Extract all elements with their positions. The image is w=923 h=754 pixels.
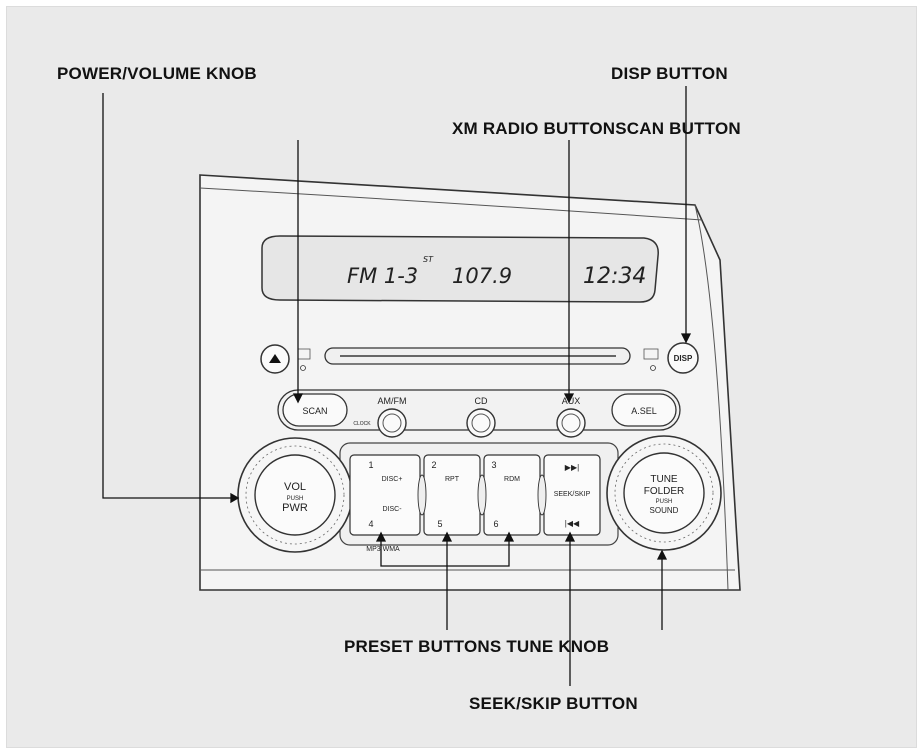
tune-knob-sound-label: SOUND — [650, 506, 679, 515]
callout-xm-radio-scan-button: XM RADIO BUTTONSCAN BUTTON — [452, 119, 741, 138]
cd-button[interactable] — [466, 408, 496, 438]
preset-2-sub-label: RPT — [445, 476, 460, 483]
vol-knob-pwr-label: PWR — [282, 502, 308, 514]
vol-knob-label: VOL — [284, 481, 306, 493]
lcd-stereo: ST — [423, 255, 434, 264]
scan-button[interactable] — [282, 393, 348, 427]
a-sel-button[interactable] — [611, 393, 677, 427]
mp3-wma-label: MP3 WMA — [366, 546, 400, 553]
faceplate-side-edge — [694, 204, 729, 591]
preset-1-label: 1 — [368, 460, 373, 470]
callout-preset-tune: PRESET BUTTONS TUNE KNOB — [344, 637, 610, 656]
disp-button-label: DISP — [674, 354, 693, 363]
seek-skip-label: SEEK/SKIP — [554, 491, 591, 498]
vol-knob-push-label: PUSH — [287, 496, 304, 502]
callout-disp-button: DISP BUTTON — [611, 64, 728, 83]
seek-forward-icon: ▶▶| — [565, 463, 579, 472]
preset-6-label: 6 — [493, 519, 498, 529]
am-fm-button[interactable] — [377, 408, 407, 438]
tune-knob-push-label: PUSH — [656, 499, 673, 505]
scan-button-label: SCAN — [302, 406, 327, 416]
am-fm-label: AM/FM — [378, 396, 407, 406]
a-sel-button-label: A.SEL — [631, 406, 657, 416]
faceplate-top-edge — [199, 187, 703, 221]
tune-knob-label: TUNE — [650, 474, 678, 485]
lcd-band: FM 1-3 — [347, 264, 418, 288]
lcd-display — [261, 235, 659, 303]
power-volume-knob[interactable]: VOL PUSH PWR — [237, 437, 353, 553]
callout-seek-skip-button: SEEK/SKIP BUTTON — [469, 694, 638, 713]
eject-icon — [269, 354, 281, 363]
seek-back-icon: |◀◀ — [565, 519, 580, 528]
tune-knob-folder-label: FOLDER — [644, 486, 685, 497]
lcd-frequency: 107.9 — [452, 264, 512, 288]
preset-group-left — [349, 454, 421, 536]
cd-label: CD — [475, 396, 488, 406]
preset-2-label: 2 — [431, 460, 436, 470]
preset-1-sub-label: DISC+ — [382, 476, 403, 483]
clock-label: CLOCK — [353, 421, 371, 427]
preset-buttons[interactable]: 1 DISC+ 2 RPT 3 RDM 4 DISC- 5 6 ▶▶| SEEK… — [349, 454, 601, 536]
callout-leader-lines — [102, 86, 692, 686]
tune-knob[interactable]: TUNE FOLDER PUSH SOUND — [606, 435, 722, 551]
aux-label: AUX — [562, 396, 581, 406]
preset-4-sub-label: DISC- — [382, 506, 402, 513]
callout-power-volume-knob: POWER/VOLUME KNOB — [57, 64, 257, 83]
lcd-clock: 12:34 — [583, 264, 646, 289]
preset-5-label: 5 — [437, 519, 442, 529]
disp-button[interactable] — [667, 342, 699, 374]
preset-4-label: 4 — [368, 519, 373, 529]
preset-3-sub-label: RDM — [504, 476, 520, 483]
preset-3-label: 3 — [491, 460, 496, 470]
aux-button[interactable] — [556, 408, 586, 438]
